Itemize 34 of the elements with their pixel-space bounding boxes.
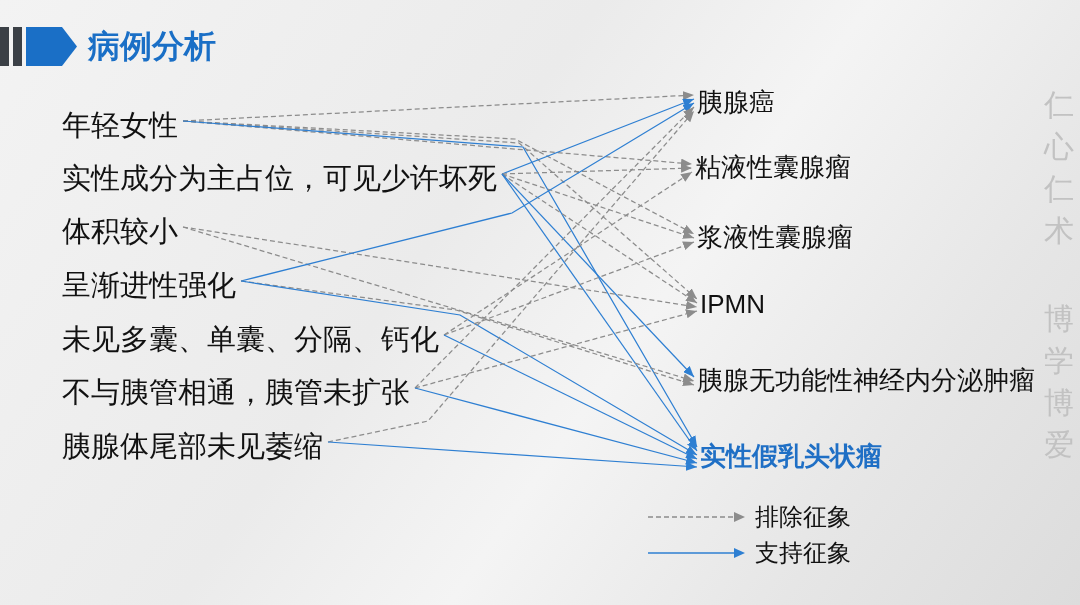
diagnosis-text: 胰腺无功能性神经内分泌肿瘤 bbox=[697, 365, 1035, 397]
finding-text: 年轻女性 bbox=[62, 107, 178, 143]
finding-text: 体积较小 bbox=[62, 213, 178, 249]
finding-text: 实性成分为主占位，可见少许坏死 bbox=[62, 160, 497, 196]
dashed-arrow bbox=[501, 173, 695, 239]
arrow bbox=[240, 102, 695, 282]
diagnosis-text: IPMN bbox=[700, 289, 765, 321]
dashed-arrow bbox=[501, 163, 693, 175]
arrow bbox=[501, 98, 695, 175]
finding-text: 不与胰管相通，胰管未扩张 bbox=[62, 374, 410, 410]
arrow bbox=[414, 387, 698, 465]
arrow bbox=[327, 441, 698, 471]
dashed-arrow bbox=[182, 91, 695, 122]
diagnosis-text: 粘液性囊腺瘤 bbox=[695, 152, 851, 184]
dashed-arrow bbox=[182, 226, 695, 383]
dashed-arrow bbox=[443, 171, 693, 336]
finding-text: 胰腺体尾部未见萎缩 bbox=[62, 428, 323, 464]
arrow bbox=[240, 280, 698, 456]
diagnosis-text: 浆液性囊腺瘤 bbox=[697, 222, 853, 254]
arrow bbox=[443, 334, 698, 460]
dashed-arrow bbox=[443, 241, 695, 336]
finding-text: 未见多囊、单囊、分隔、钙化 bbox=[62, 321, 439, 357]
dashed-arrow bbox=[414, 309, 698, 389]
dashed-arrow bbox=[414, 106, 695, 389]
slide-title: 病例分析 bbox=[88, 27, 216, 66]
diagnosis-text: 实性假乳头状瘤 bbox=[700, 441, 882, 473]
finding-text: 呈渐进性强化 bbox=[62, 267, 236, 303]
diagnosis-text: 胰腺癌 bbox=[697, 87, 775, 119]
legend-text: 排除征象 bbox=[755, 503, 851, 532]
legend-text: 支持征象 bbox=[755, 539, 851, 568]
arrow bbox=[501, 173, 698, 452]
arrow bbox=[182, 120, 698, 448]
dashed-arrow bbox=[501, 173, 698, 304]
dashed-arrow bbox=[327, 110, 695, 443]
